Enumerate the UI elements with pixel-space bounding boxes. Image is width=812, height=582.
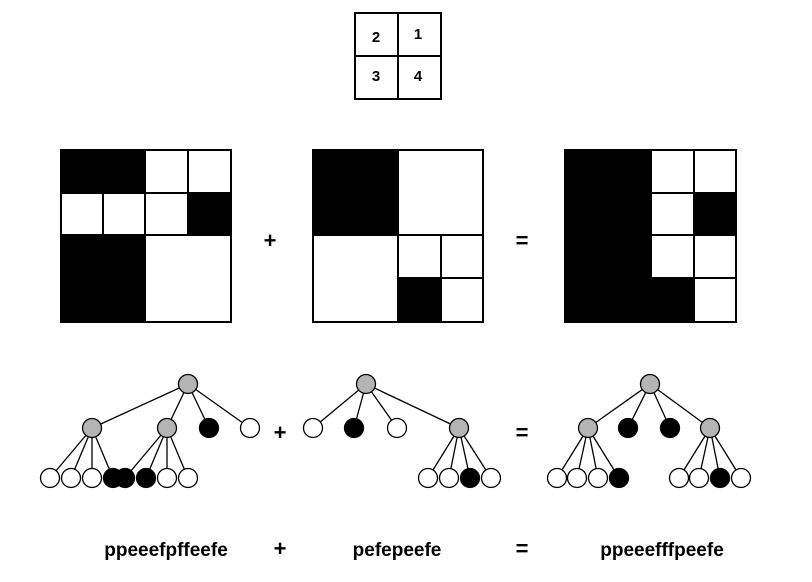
black-leaf-node <box>659 417 681 439</box>
black-leaf-node <box>459 467 481 489</box>
equals-operator-tree: = <box>516 420 529 445</box>
key-label-quadrant-1: 1 <box>414 26 422 43</box>
black-leaf-node <box>617 417 639 439</box>
internal-node <box>639 373 661 395</box>
white-leaf-node <box>417 467 439 489</box>
white-leaf-node <box>81 467 103 489</box>
internal-node <box>448 417 470 439</box>
white-leaf-node <box>39 467 61 489</box>
black-leaf-node <box>709 467 731 489</box>
plus-operator-tree: + <box>274 420 287 445</box>
internal-node <box>81 417 103 439</box>
plus-operator-grid: + <box>264 228 277 253</box>
black-leaf-node <box>135 467 157 489</box>
internal-node <box>355 373 377 395</box>
tree-edge <box>91 383 189 429</box>
image-grid-left <box>60 149 232 323</box>
white-leaf-node <box>60 467 82 489</box>
white-leaf-node <box>546 467 568 489</box>
black-cell <box>651 278 694 322</box>
black-cell <box>188 193 231 235</box>
white-leaf-node <box>566 467 588 489</box>
equals-operator-code: = <box>516 536 529 561</box>
equals-operator-grid: = <box>516 228 529 253</box>
quadtree-middle <box>302 373 502 489</box>
image-grid-right <box>564 149 737 323</box>
key-label-quadrant-2: 2 <box>372 29 380 46</box>
plus-operator-code: + <box>274 536 287 561</box>
tree-edge <box>187 383 251 429</box>
white-leaf-node <box>386 417 408 439</box>
white-leaf-node <box>239 417 261 439</box>
white-leaf-node <box>668 467 690 489</box>
internal-node <box>156 417 178 439</box>
black-leaf-node <box>608 467 630 489</box>
black-cell <box>694 193 736 235</box>
white-leaf-node <box>480 467 502 489</box>
internal-node <box>699 417 721 439</box>
key-label-quadrant-4: 4 <box>414 68 423 85</box>
code-middle: pefepeefe <box>353 540 442 561</box>
quadtree-left <box>39 373 261 489</box>
internal-node <box>577 417 599 439</box>
tree-edge <box>124 427 168 479</box>
black-cell <box>565 150 651 322</box>
black-leaf-node <box>114 467 136 489</box>
code-left: ppeeefpffeefe <box>104 540 228 561</box>
black-cell <box>61 150 145 193</box>
white-leaf-node <box>730 467 752 489</box>
tree-edge <box>365 383 460 429</box>
tree-edge <box>49 427 93 479</box>
black-cell <box>398 278 441 322</box>
white-leaf-node <box>302 417 324 439</box>
white-leaf-node <box>587 467 609 489</box>
quadtree-right <box>546 373 752 489</box>
tree-edge <box>587 383 651 429</box>
black-leaf-node <box>198 417 220 439</box>
white-leaf-node <box>177 467 199 489</box>
internal-node <box>177 373 199 395</box>
white-leaf-node <box>688 467 710 489</box>
code-right: ppeeefffpeefe <box>600 540 724 561</box>
tree-edge <box>649 383 711 429</box>
quadrant-key: 2 1 3 4 <box>354 12 442 100</box>
black-leaf-node <box>343 417 365 439</box>
black-cell <box>61 235 145 322</box>
white-leaf-node <box>156 467 178 489</box>
image-grid-middle <box>312 149 484 323</box>
tree-edge <box>312 383 367 429</box>
key-label-quadrant-3: 3 <box>372 68 380 85</box>
white-leaf-node <box>438 467 460 489</box>
black-cell <box>313 150 398 235</box>
